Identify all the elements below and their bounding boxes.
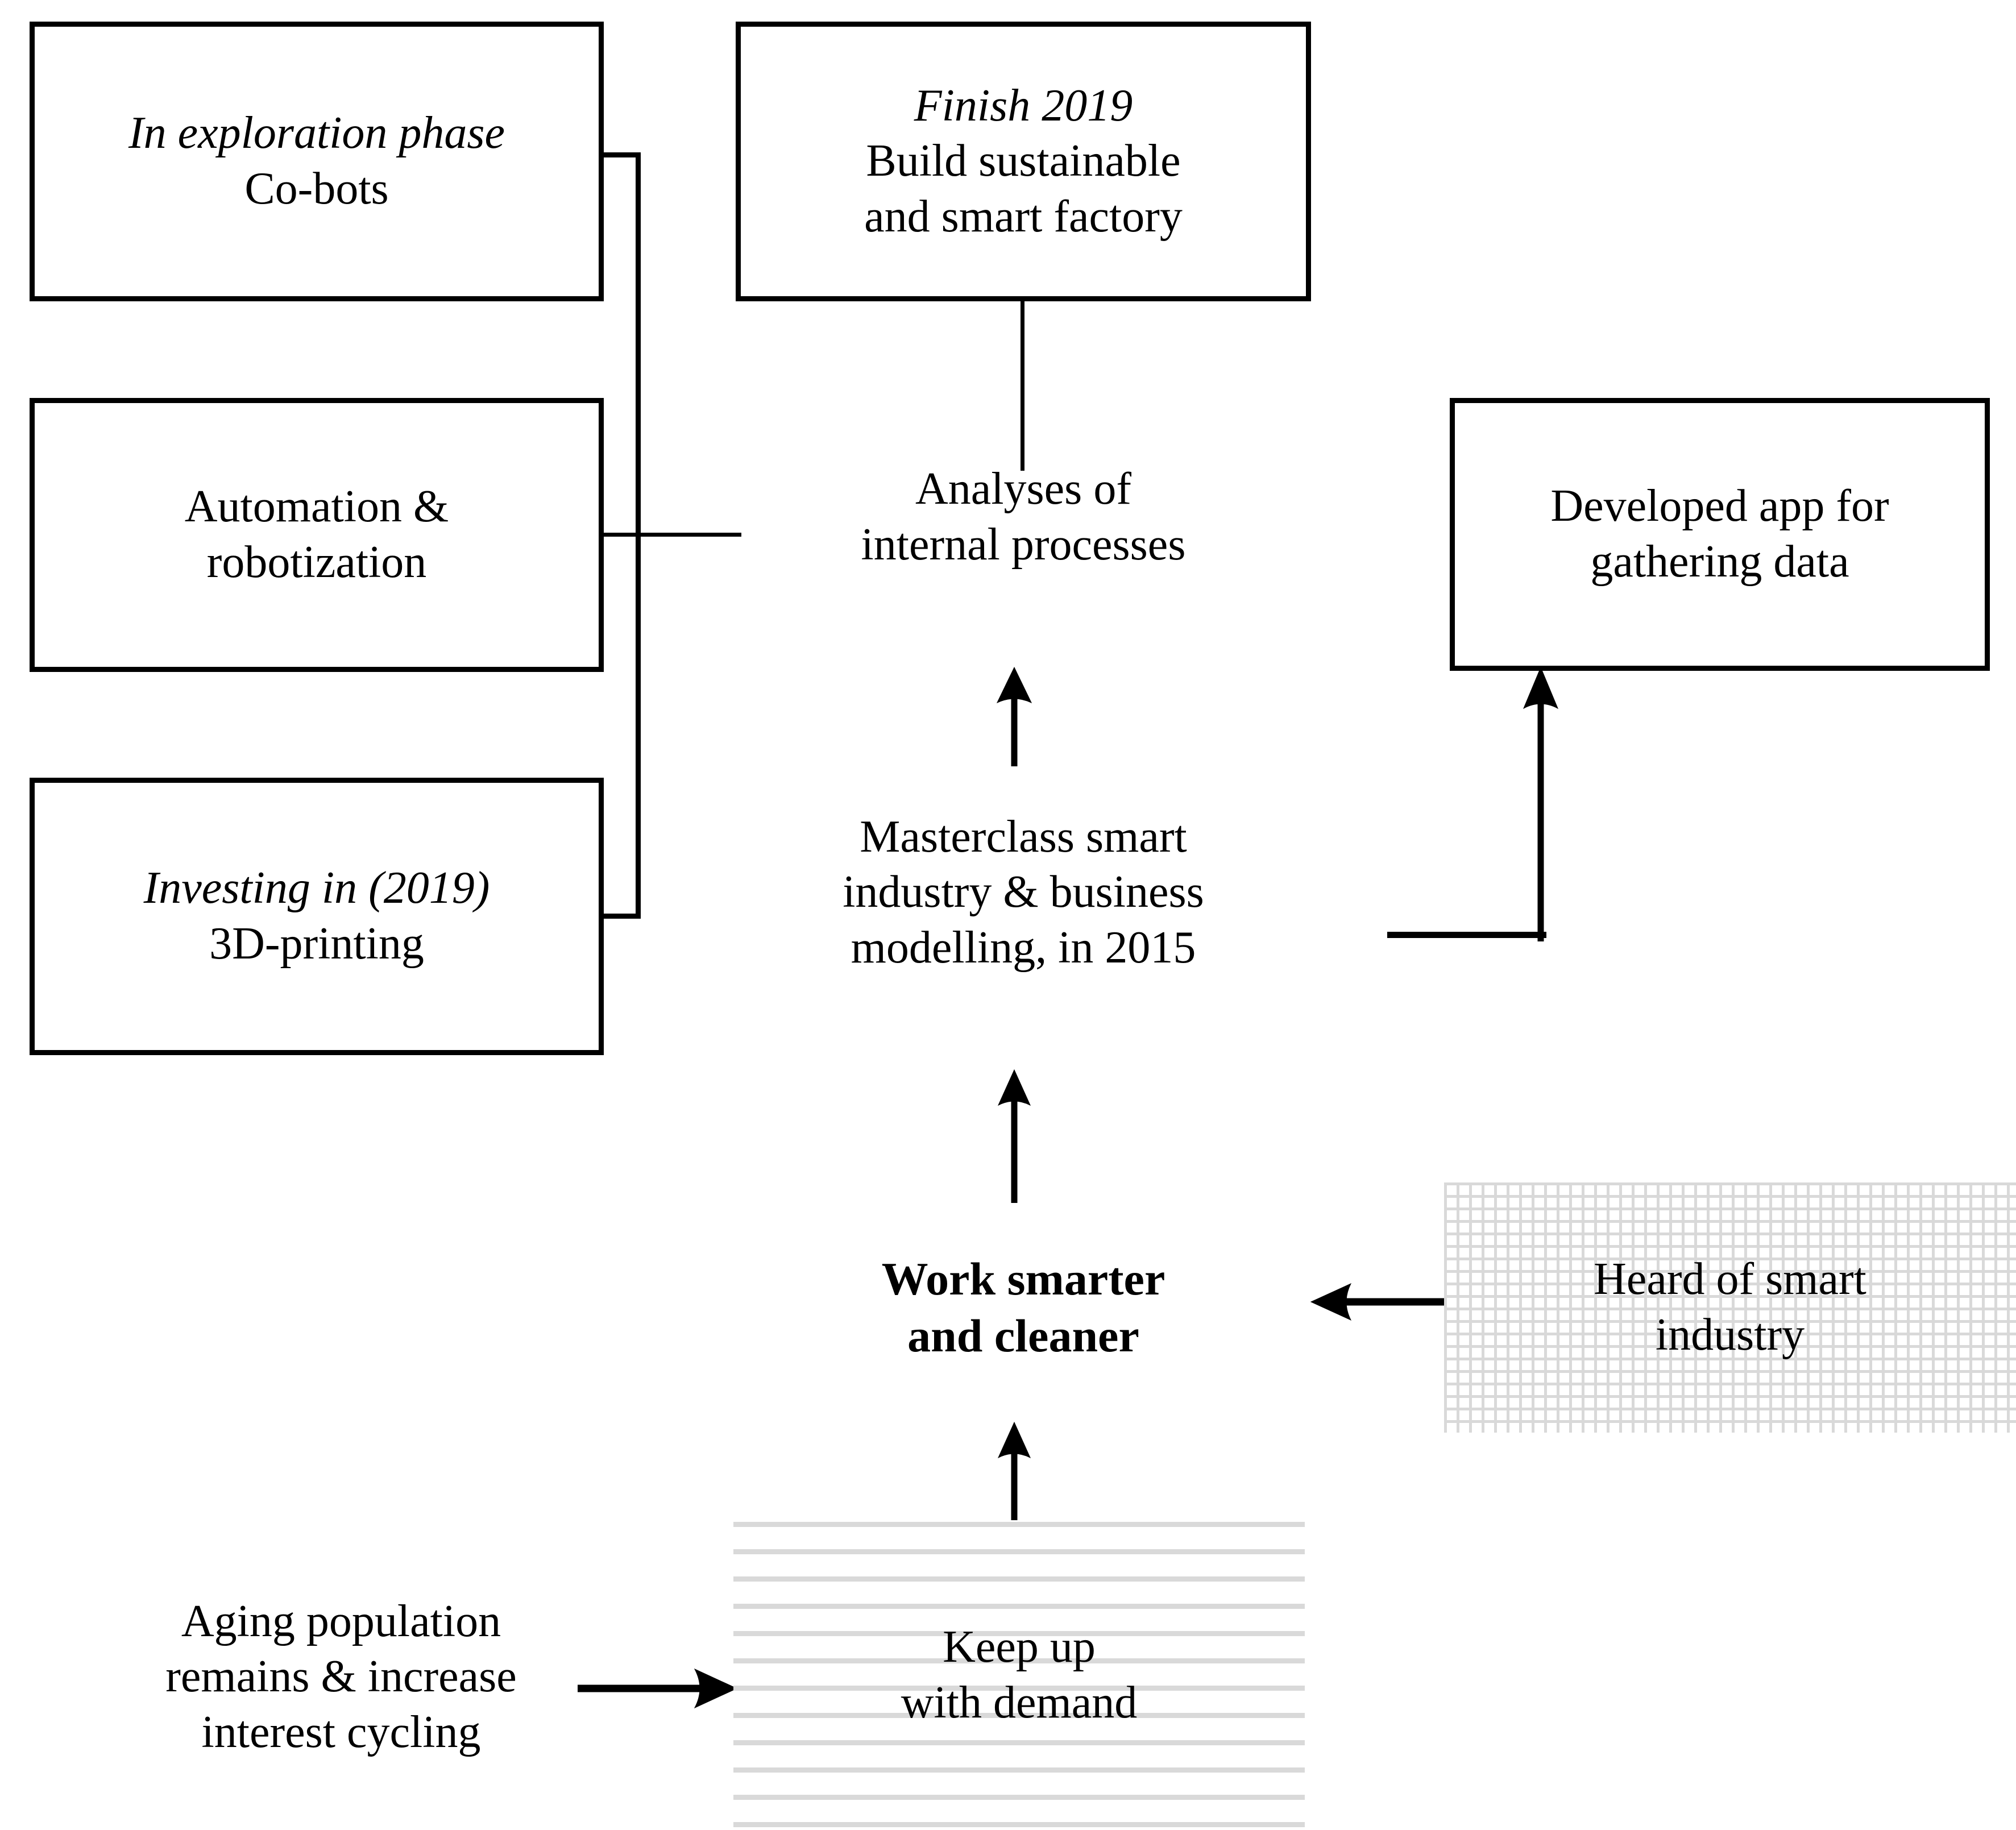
node-3d-printing[interactable]: Investing in (2019) 3D-printing	[30, 778, 604, 1055]
connector-analyses-to-smart-factory	[1021, 300, 1024, 471]
node-developed-app[interactable]: Developed app for gathering data	[1450, 398, 1990, 671]
node-masterclass[interactable]: Masterclass smart industry & business mo…	[756, 796, 1291, 989]
node-automation-line2: robotization	[206, 537, 427, 587]
bracket-stub-3d-printing	[598, 914, 641, 919]
node-keep-up-line2: with demand	[901, 1677, 1138, 1728]
node-heard-line1: Heard of smart	[1594, 1254, 1866, 1305]
arrow-aging-to-keep-up	[578, 1668, 738, 1709]
node-automation-robotization[interactable]: Automation & robotization	[30, 398, 604, 672]
node-aging-line1: Aging population	[181, 1596, 501, 1646]
node-keep-up-with-demand[interactable]: Keep up with demand	[733, 1520, 1305, 1830]
node-work-smarter-and-cleaner[interactable]: Work smarter and cleaner	[762, 1239, 1285, 1376]
node-keep-up-line1: Keep up	[943, 1621, 1096, 1672]
arrow-work-smarter-to-masterclass	[997, 1069, 1031, 1203]
node-work-smarter-line1: Work smarter	[881, 1252, 1165, 1305]
node-developed-app-line2: gathering data	[1590, 537, 1849, 587]
node-aging-population[interactable]: Aging population remains & increase inte…	[57, 1575, 625, 1779]
arrow-masterclass-to-analyses	[996, 666, 1032, 766]
arrow-keep-up-to-work-smarter	[997, 1421, 1031, 1533]
elbow-masterclass-horizontal	[1387, 932, 1546, 938]
node-aging-line3: interest cycling	[201, 1707, 481, 1757]
node-smart-factory-line3: and smart factory	[864, 191, 1183, 242]
arrow-masterclass-to-developed-app	[1523, 666, 1558, 941]
node-analyses-internal-processes[interactable]: Analyses of internal processes	[745, 455, 1302, 580]
bracket-stub-automation	[598, 533, 741, 537]
node-smart-factory-line1: Finish 2019	[914, 80, 1133, 131]
node-co-bots[interactable]: In exploration phase Co-bots	[30, 22, 604, 301]
node-3d-printing-line2: 3D-printing	[209, 919, 424, 969]
node-heard-of-smart-industry[interactable]: Heard of smart industry	[1444, 1182, 2016, 1433]
node-masterclass-line2: industry & business	[843, 867, 1204, 918]
node-masterclass-line3: modelling, in 2015	[851, 922, 1196, 973]
node-automation-line1: Automation &	[184, 482, 449, 532]
node-developed-app-line1: Developed app for	[1550, 481, 1889, 532]
node-smart-factory[interactable]: Finish 2019 Build sustainable and smart …	[736, 22, 1311, 301]
node-3d-printing-line1: Investing in (2019)	[143, 863, 490, 914]
node-co-bots-line2: Co-bots	[244, 164, 389, 214]
node-analyses-line2: internal processes	[861, 520, 1186, 570]
node-work-smarter-line2: and cleaner	[907, 1310, 1139, 1362]
node-heard-line2: industry	[1655, 1310, 1805, 1360]
node-aging-line2: remains & increase	[165, 1651, 517, 1702]
node-masterclass-line1: Masterclass smart	[860, 811, 1187, 862]
node-analyses-line1: Analyses of	[915, 464, 1131, 514]
node-co-bots-line1: In exploration phase	[128, 108, 505, 159]
bracket-stub-co-bots	[598, 152, 641, 157]
arrow-heard-to-work-smarter	[1310, 1283, 1453, 1321]
node-smart-factory-line2: Build sustainable	[866, 136, 1181, 186]
